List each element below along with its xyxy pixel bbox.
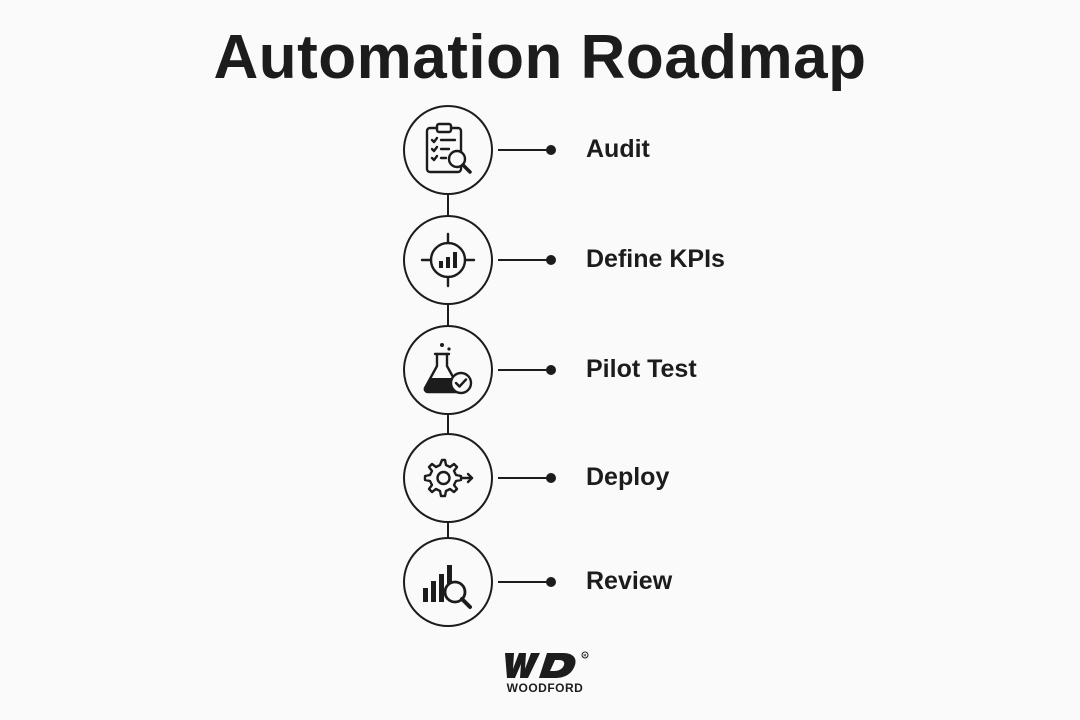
brand-name: WOODFORD [506,681,584,695]
step-dot [546,577,556,587]
step-circle [403,537,493,627]
step-circle [403,105,493,195]
step-dot [546,473,556,483]
step-label: Deploy [586,463,670,491]
roadmap-step-pilot-test: Pilot Test [0,325,1080,415]
roadmap-step-deploy: Deploy [0,433,1080,523]
step-dot [546,365,556,375]
brand-logo: R WOODFORD [490,650,600,700]
clipboard-search-icon [425,122,472,174]
step-dot [546,145,556,155]
gear-arrow-icon [423,458,474,498]
chart-search-icon [423,565,472,609]
roadmap-step-review: Review [0,537,1080,627]
flask-check-icon [423,343,473,395]
target-chart-icon [420,232,476,288]
step-circle [403,325,493,415]
step-label: Define KPIs [586,245,725,273]
step-connector [498,581,550,583]
step-connector [498,259,550,261]
roadmap-step-define-kpis: Define KPIs [0,215,1080,305]
woodford-monogram-icon: R [505,651,589,678]
step-circle [403,433,493,523]
roadmap-step-audit: Audit [0,105,1080,195]
step-label: Review [586,567,673,595]
step-connector [498,369,550,371]
step-connector [498,477,550,479]
svg-text:R: R [584,653,587,658]
step-connector [498,149,550,151]
step-label: Audit [586,135,650,163]
step-circle [403,215,493,305]
step-dot [546,255,556,265]
page-title: Automation Roadmap [213,23,867,92]
step-label: Pilot Test [586,355,697,383]
